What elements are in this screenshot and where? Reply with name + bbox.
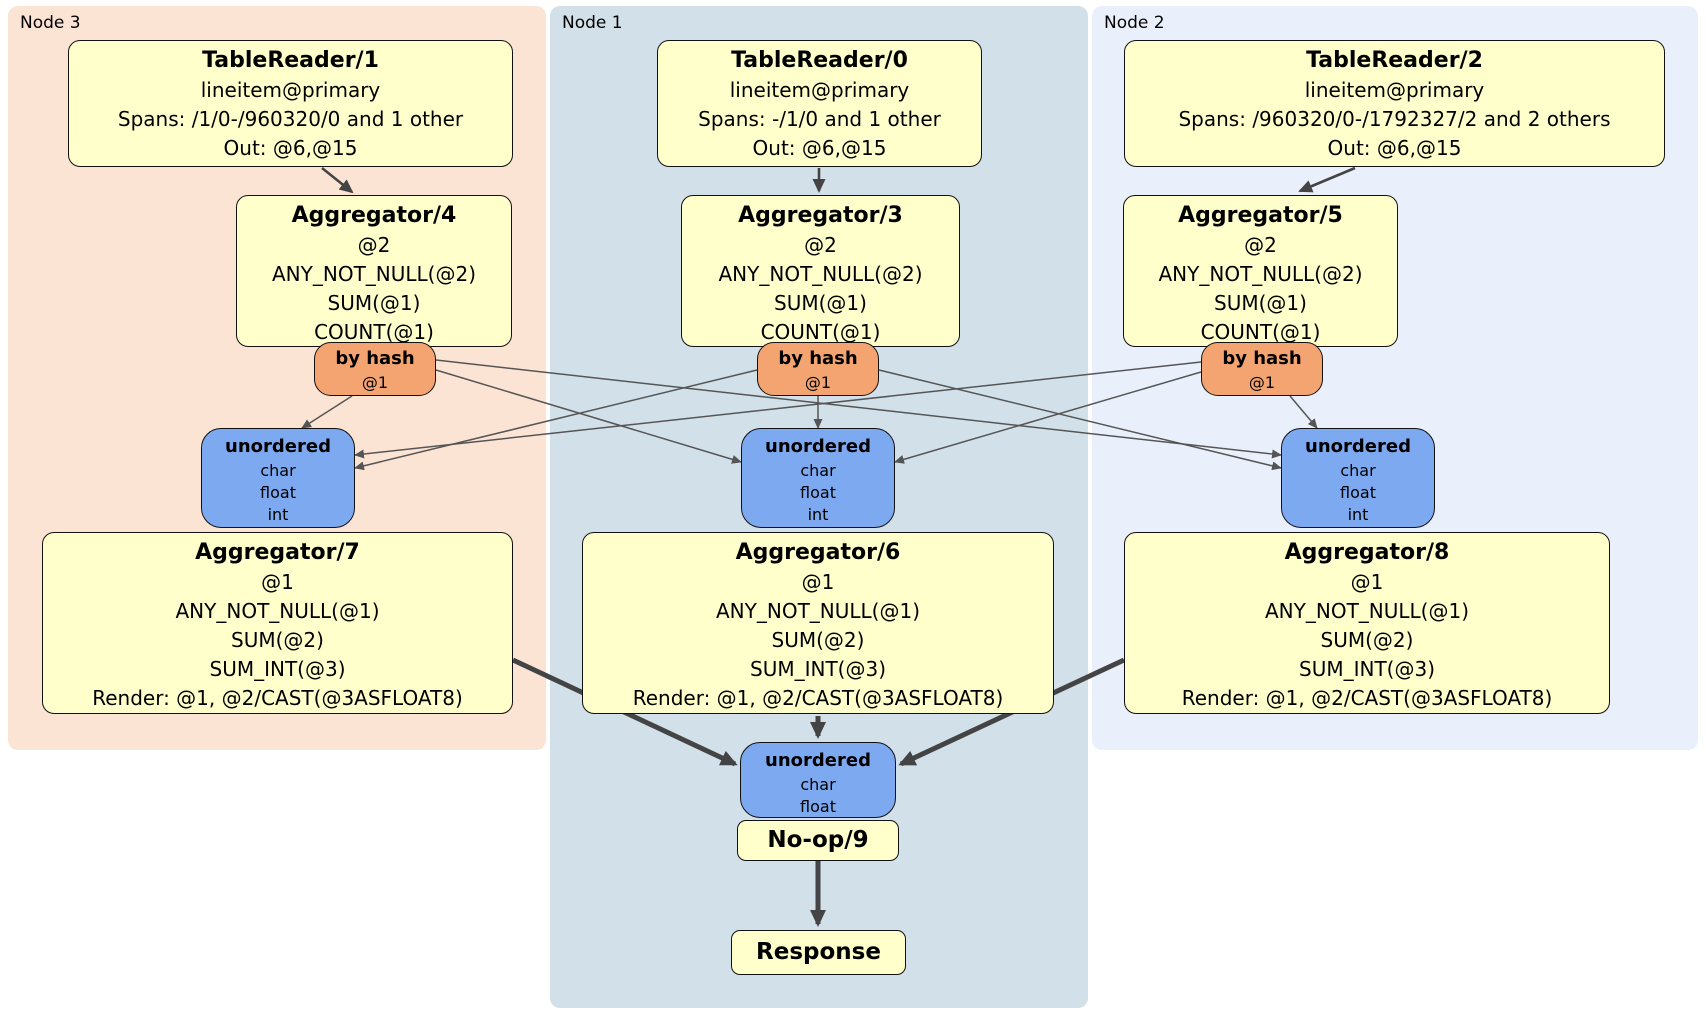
processor-detail-line: SUM(@1) (1214, 291, 1307, 315)
processor-detail-line: @2 (804, 233, 837, 257)
processor-detail-line: SUM(@1) (774, 291, 867, 315)
edge-tr2-to-agg5 (1298, 166, 1356, 193)
processor-detail-line: SUM(@1) (327, 291, 421, 315)
processor-detail-line: @1 (804, 373, 832, 392)
processor-title: Aggregator/4 (291, 203, 457, 228)
edge-tr1-to-agg4 (321, 166, 354, 194)
edge-hash2-to-sync1 (894, 371, 1202, 464)
processor-detail-line: Out: @6,@15 (1327, 136, 1462, 160)
processor-detail-line: Render: @1, @2/CAST(@3ASFLOAT8) (632, 686, 1004, 710)
processor-detail-line: float (260, 483, 296, 502)
edge-hash3-to-sync1 (435, 369, 742, 464)
processor-title: Aggregator/7 (195, 540, 360, 565)
processor-detail-line: char (800, 775, 836, 794)
processor-title: by hash (1222, 348, 1302, 369)
processor-detail-line: int (267, 505, 289, 524)
processor-detail-line: int (807, 505, 829, 524)
processor-detail-line: COUNT(@1) (314, 320, 434, 344)
processor-detail-line: Render: @1, @2/CAST(@3ASFLOAT8) (92, 686, 463, 710)
processor-detail-line: float (800, 483, 836, 502)
processor-detail-line: SUM_INT(@3) (1299, 657, 1435, 681)
processor-detail-line: @1 (1248, 373, 1276, 392)
processor-title: TableReader/2 (1306, 48, 1483, 73)
processor-title: Response (756, 939, 881, 965)
processor-detail-line: ANY_NOT_NULL(@2) (272, 262, 476, 286)
processor-title: Aggregator/6 (735, 540, 901, 565)
processor-detail-line: ANY_NOT_NULL(@1) (1265, 599, 1469, 623)
edge-hash3-to-sync3 (301, 395, 353, 429)
processor-detail-line: @1 (261, 570, 294, 594)
processor-title: No-op/9 (767, 827, 869, 853)
processor-detail-line: ANY_NOT_NULL(@1) (175, 599, 380, 623)
sync-syncF: unordered char float (740, 742, 896, 818)
sync-sync1: unordered char float int (741, 428, 895, 528)
processor-detail-line: Spans: /960320/0-/1792327/2 and 2 others (1178, 107, 1611, 131)
processor-detail-line: char (260, 461, 296, 480)
processor-title: unordered (765, 750, 871, 771)
router-hash3: by hash @1 (314, 342, 436, 396)
region-label: Node 3 (20, 13, 81, 33)
processor-title: Aggregator/3 (738, 203, 903, 228)
processor-detail-line: Out: @6,@15 (752, 136, 887, 160)
processor-title: by hash (778, 348, 858, 369)
router-hash2: by hash @1 (1201, 342, 1323, 396)
processor-detail-line: Spans: -/1/0 and 1 other (698, 107, 941, 131)
processor-detail-line: @1 (801, 570, 835, 594)
processor-detail-line: SUM(@2) (1320, 628, 1414, 652)
processor-title: Aggregator/5 (1178, 203, 1343, 228)
edge-hash1-to-sync2 (878, 369, 1282, 471)
processor-detail-line: ANY_NOT_NULL(@1) (716, 599, 920, 623)
processor-title: unordered (225, 436, 331, 457)
processor-detail-line: Render: @1, @2/CAST(@3ASFLOAT8) (1181, 686, 1553, 710)
processor-noop: No-op/9 (737, 820, 899, 861)
edge-hash3-to-sync2 (435, 359, 1282, 459)
processor-detail-line: Out: @6,@15 (223, 136, 358, 160)
processor-detail-line: SUM_INT(@3) (209, 657, 346, 681)
processor-detail-line: SUM_INT(@3) (750, 657, 886, 681)
processor-title: TableReader/1 (202, 48, 379, 73)
processor-title: unordered (1305, 436, 1411, 457)
processor-detail-line: COUNT(@1) (760, 320, 881, 344)
processor-detail-line: float (800, 797, 836, 816)
processor-detail-line: ANY_NOT_NULL(@2) (1158, 262, 1363, 286)
sync-sync3: unordered char float int (201, 428, 355, 528)
processor-title: unordered (765, 436, 871, 457)
processor-detail-line: char (1340, 461, 1376, 480)
edge-hash2-to-sync3 (354, 361, 1202, 459)
processor-detail-line: @1 (1350, 570, 1384, 594)
processor-detail-line: char (800, 461, 836, 480)
edge-hash2-to-sync2 (1289, 395, 1318, 429)
processor-title: Aggregator/8 (1284, 540, 1450, 565)
region-label: Node 2 (1104, 13, 1165, 33)
processor-detail-line: COUNT(@1) (1200, 320, 1321, 344)
processor-detail-line: int (1347, 505, 1369, 524)
processor-detail-line: lineitem@primary (200, 78, 381, 102)
processor-detail-line: @2 (357, 233, 391, 257)
edge-hash1-to-sync3 (354, 369, 758, 471)
processor-detail-line: Spans: /1/0-/960320/0 and 1 other (117, 107, 464, 131)
processor-detail-line: SUM(@2) (771, 628, 865, 652)
processor-resp: Response (731, 930, 906, 975)
processor-detail-line: lineitem@primary (1304, 78, 1485, 102)
processor-detail-line: float (1340, 483, 1376, 502)
sync-sync2: unordered char float int (1281, 428, 1435, 528)
region-label: Node 1 (562, 13, 623, 33)
processor-detail-line: @2 (1244, 233, 1277, 257)
processor-detail-line: ANY_NOT_NULL(@2) (718, 262, 923, 286)
processor-detail-line: lineitem@primary (729, 78, 910, 102)
router-hash1: by hash @1 (757, 342, 879, 396)
processor-title: TableReader/0 (731, 48, 908, 73)
processor-title: by hash (335, 348, 415, 369)
processor-detail-line: @1 (361, 373, 389, 392)
processor-detail-line: SUM(@2) (231, 628, 324, 652)
